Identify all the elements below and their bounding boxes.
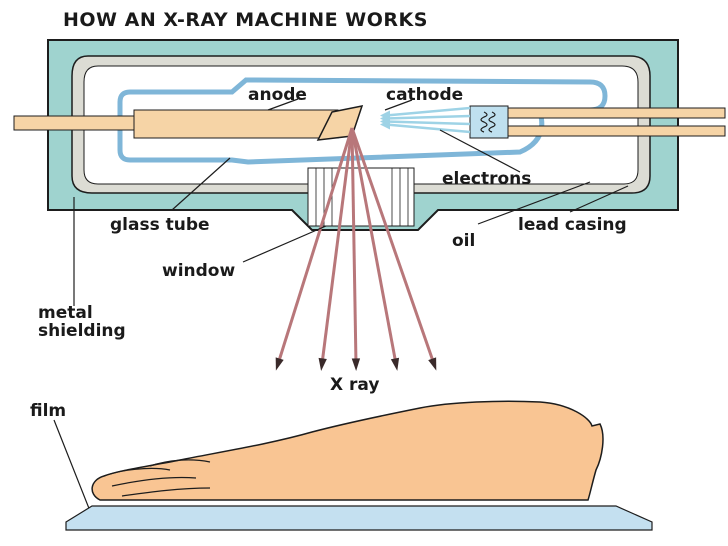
label-shielding: shielding bbox=[38, 321, 126, 341]
x-ray-arrowhead bbox=[318, 357, 327, 371]
label-oil: oil bbox=[452, 231, 475, 251]
label-cathode: cathode bbox=[386, 85, 463, 105]
electron-beam bbox=[385, 114, 471, 120]
electron-beam bbox=[385, 120, 471, 126]
electron-beam bbox=[385, 123, 471, 134]
label-glass-tube: glass tube bbox=[110, 215, 210, 235]
label-window: window bbox=[162, 261, 235, 281]
film-plate bbox=[65, 505, 653, 531]
electron-arrowhead bbox=[380, 119, 390, 130]
foot bbox=[91, 400, 604, 501]
label-metal: metal bbox=[38, 303, 93, 323]
cathode-rod-upper bbox=[504, 107, 726, 119]
x-ray-arrowhead bbox=[428, 357, 437, 371]
x-ray-beam bbox=[350, 127, 436, 365]
label-lead-casing: lead casing bbox=[518, 215, 627, 235]
x-ray-beam bbox=[276, 127, 354, 365]
x-ray-arrowhead bbox=[275, 357, 284, 371]
label-anode: anode bbox=[248, 85, 307, 105]
electron-beams bbox=[380, 106, 471, 134]
label-film: film bbox=[30, 401, 66, 421]
anode-rod bbox=[133, 109, 339, 139]
electron-beam bbox=[385, 106, 471, 117]
cathode-rod-lower bbox=[504, 125, 726, 137]
x-ray-beams bbox=[275, 127, 437, 371]
leader-lines bbox=[53, 98, 629, 517]
toe-lines bbox=[103, 459, 211, 497]
x-ray-beam bbox=[350, 127, 398, 365]
x-ray-beam bbox=[350, 127, 358, 365]
x-ray-arrowhead bbox=[390, 357, 400, 371]
cathode-filament-block bbox=[469, 105, 509, 139]
anode-rod-outside bbox=[13, 115, 135, 131]
x-ray-arrowhead bbox=[351, 358, 361, 371]
label-electrons: electrons bbox=[442, 169, 531, 189]
diagram-title: HOW AN X-RAY MACHINE WORKS bbox=[63, 9, 428, 31]
cathode-filament-coil bbox=[480, 111, 496, 133]
label-x-ray: X ray bbox=[330, 375, 379, 395]
x-ray-beam bbox=[320, 127, 354, 365]
